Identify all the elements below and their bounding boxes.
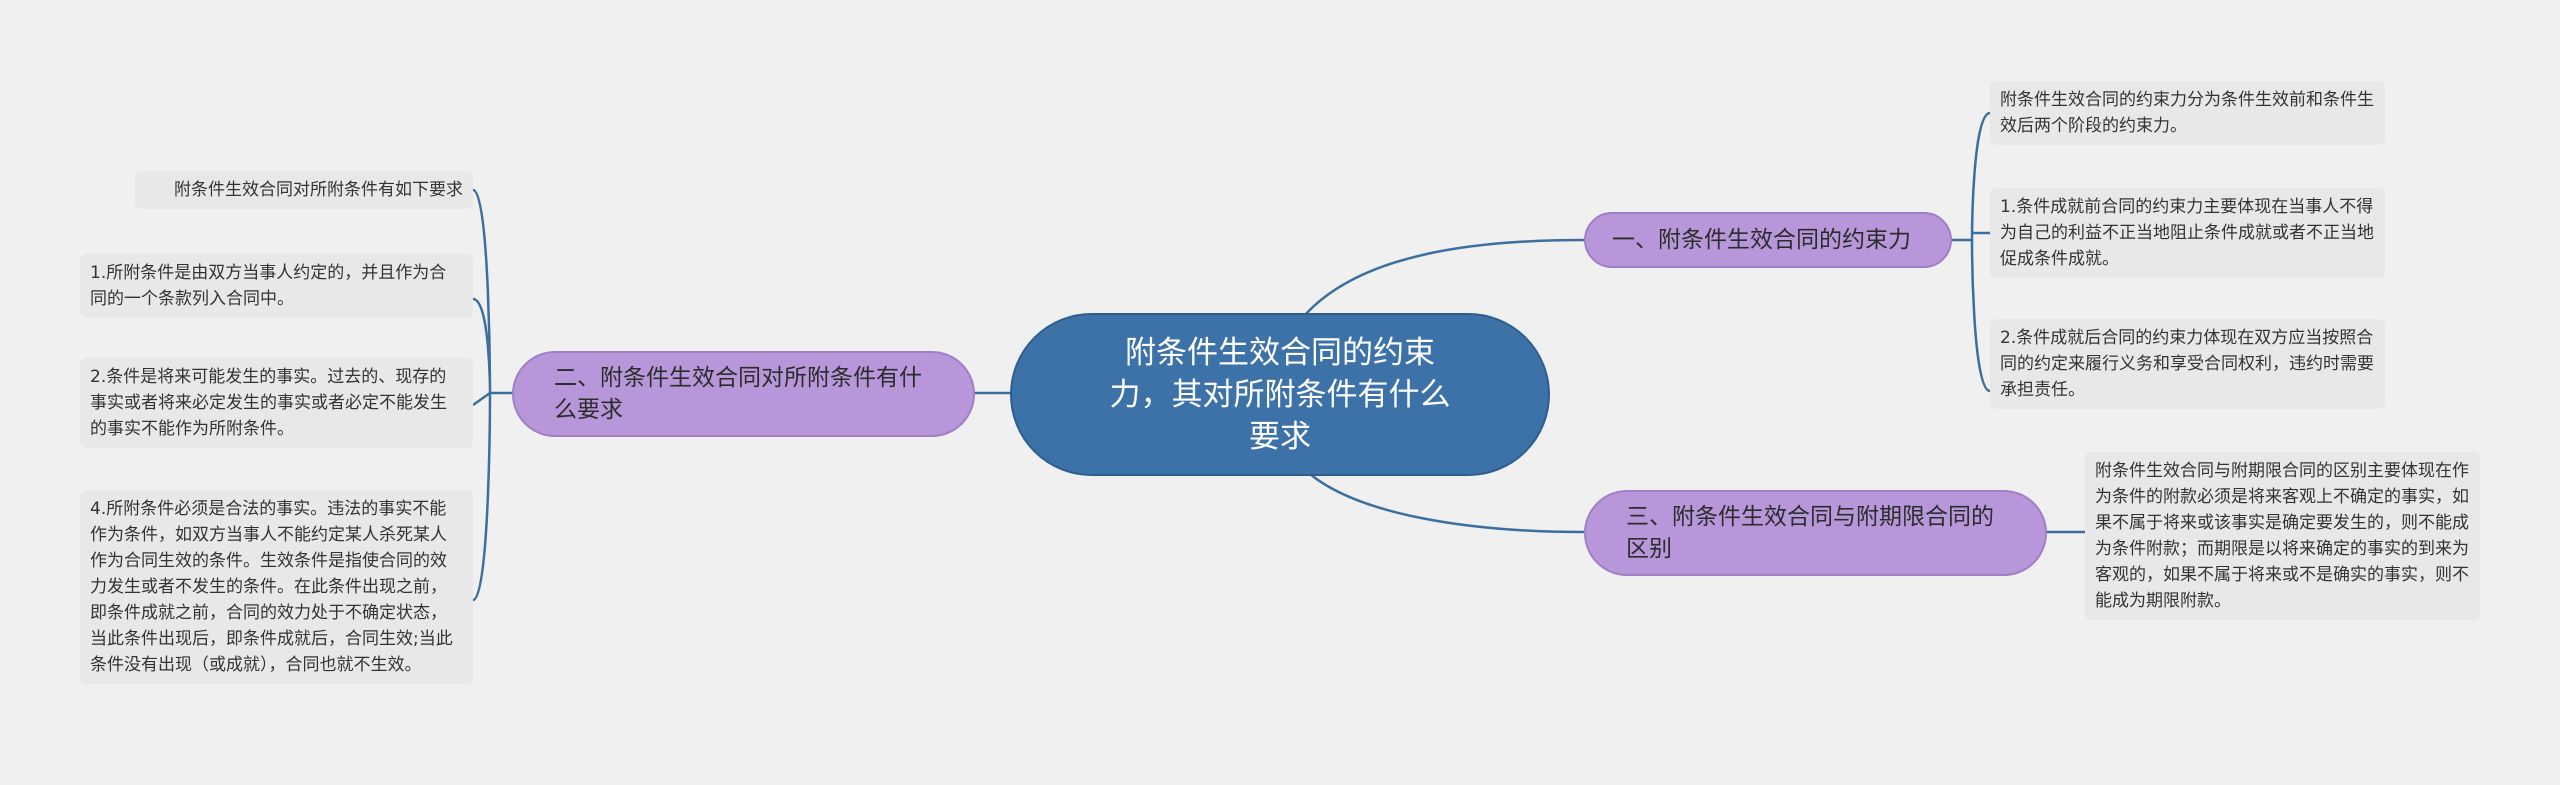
leaf-node[interactable]: 4.所附条件必须是合法的事实。违法的事实不能作为条件，如双方当事人不能约定某人杀… — [80, 490, 473, 684]
leaf-text: 2.条件是将来可能发生的事实。过去的、现存的事实或者将来必定发生的事实或者必定不… — [90, 367, 447, 439]
leaf-node[interactable]: 附条件生效合同的约束力分为条件生效前和条件生效后两个阶段的约束力。 — [1990, 81, 2385, 145]
root-label: 附条件生效合同的约束力，其对所附条件有什么要求 — [1109, 334, 1451, 455]
link-root-branch1 — [1304, 238, 1585, 316]
root-node[interactable]: 附条件生效合同的约束力，其对所附条件有什么要求 — [1010, 313, 1550, 476]
leaf-node[interactable]: 附条件生效合同与附期限合同的区别主要体现在作为条件的附款必须是将来客观上不确定的… — [2085, 452, 2480, 620]
leaf-text: 1.所附条件是由双方当事人约定的，并且作为合同的一个条款列入合同中。 — [90, 263, 447, 309]
branch-label: 一、附条件生效合同的约束力 — [1612, 227, 1911, 253]
leaf-node[interactable]: 2.条件是将来可能发生的事实。过去的、现存的事实或者将来必定发生的事实或者必定不… — [80, 358, 473, 448]
leaf-node[interactable]: 1.条件成就前合同的约束力主要体现在当事人不得为自己的利益不正当地阻止条件成就或… — [1990, 188, 2385, 278]
leaf-text: 附条件生效合同对所附条件有如下要求 — [174, 180, 463, 200]
branch-node-2[interactable]: 二、附条件生效合同对所附条件有什么要求 — [512, 351, 975, 437]
branch-label: 二、附条件生效合同对所附条件有什么要求 — [554, 365, 922, 423]
leaf-node[interactable]: 1.所附条件是由双方当事人约定的，并且作为合同的一个条款列入合同中。 — [80, 254, 473, 318]
link-branch1-leaves — [1952, 111, 1991, 393]
leaf-node[interactable]: 2.条件成就后合同的约束力体现在双方应当按照合同的约定来履行义务和享受合同权利，… — [1990, 319, 2385, 409]
leaf-text: 附条件生效合同的约束力分为条件生效前和条件生效后两个阶段的约束力。 — [2000, 90, 2374, 136]
link-branch2-leaves — [471, 188, 512, 602]
leaf-text: 4.所附条件必须是合法的事实。违法的事实不能作为条件，如双方当事人不能约定某人杀… — [90, 499, 453, 675]
link-root-branch3 — [1309, 473, 1585, 534]
branch-node-3[interactable]: 三、附条件生效合同与附期限合同的区别 — [1584, 490, 2047, 576]
leaf-text: 1.条件成就前合同的约束力主要体现在当事人不得为自己的利益不正当地阻止条件成就或… — [2000, 197, 2374, 269]
branch-node-1[interactable]: 一、附条件生效合同的约束力 — [1584, 212, 1952, 268]
leaf-node[interactable]: 附条件生效合同对所附条件有如下要求 — [135, 171, 473, 209]
branch-label: 三、附条件生效合同与附期限合同的区别 — [1626, 504, 1994, 562]
leaf-text: 附条件生效合同与附期限合同的区别主要体现在作为条件的附款必须是将来客观上不确定的… — [2095, 461, 2469, 611]
leaf-text: 2.条件成就后合同的约束力体现在双方应当按照合同的约定来履行义务和享受合同权利，… — [2000, 328, 2374, 400]
